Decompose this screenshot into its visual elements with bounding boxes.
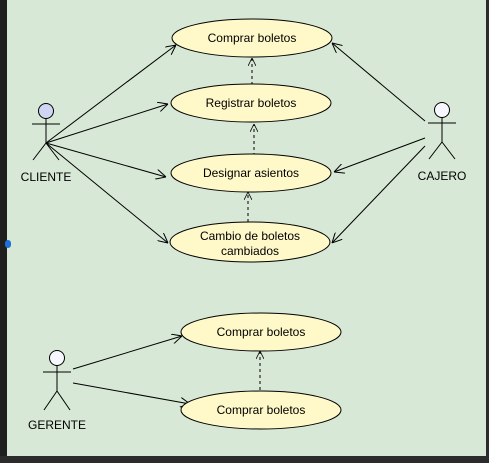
use-case-label: Designar asientos: [203, 166, 299, 180]
association-cliente-uc4: [45, 142, 168, 243]
use-case-label-line2: cambiados: [221, 244, 279, 258]
actor-head-icon: [49, 350, 65, 366]
use-case-designar-asientos[interactable]: Designar asientos: [170, 153, 332, 193]
use-case-label: Comprar boletos: [217, 403, 306, 417]
association-cliente-uc1: [45, 45, 176, 144]
use-case-label: Comprar boletos: [217, 325, 306, 339]
use-case-label: Registrar boletos: [206, 96, 297, 110]
left-panel-edge: [0, 0, 7, 463]
dependencies: [248, 58, 260, 390]
actor-label: CAJERO: [418, 169, 467, 183]
association-cajero-uc1: [332, 43, 426, 122]
resize-handle[interactable]: [5, 240, 11, 248]
association-gerente-uc5: [72, 336, 182, 370]
use-case-registrar-boletos[interactable]: Registrar boletos: [170, 83, 332, 123]
use-case-comprar-boletos-2[interactable]: Comprar boletos: [180, 312, 342, 352]
association-cajero-uc4: [332, 145, 426, 243]
actor-head-icon: [38, 103, 54, 119]
association-cajero-uc3: [334, 137, 426, 172]
use-case-label: Comprar boletos: [208, 31, 297, 45]
associations: [45, 43, 426, 404]
use-case-cambio-de-boletos[interactable]: Cambio de boletos cambiados: [169, 221, 331, 263]
use-case-comprar-boletos-3[interactable]: Comprar boletos: [180, 390, 342, 430]
actor-cliente[interactable]: CLIENTE: [21, 103, 72, 185]
actor-label: GERENTE: [28, 418, 86, 432]
actor-cajero[interactable]: CAJERO: [418, 102, 467, 184]
association-cliente-uc3: [45, 142, 166, 177]
use-case-label: Cambio de boletos: [200, 229, 300, 243]
bottom-panel-edge: [0, 456, 489, 463]
association-gerente-uc6: [72, 382, 190, 404]
use-case-comprar-boletos-1[interactable]: Comprar boletos: [171, 18, 333, 58]
actor-gerente[interactable]: GERENTE: [28, 350, 86, 433]
right-panel-edge: [486, 0, 489, 463]
actor-head-icon: [434, 102, 450, 118]
actor-label: CLIENTE: [21, 170, 72, 184]
association-cliente-uc2: [45, 104, 168, 144]
